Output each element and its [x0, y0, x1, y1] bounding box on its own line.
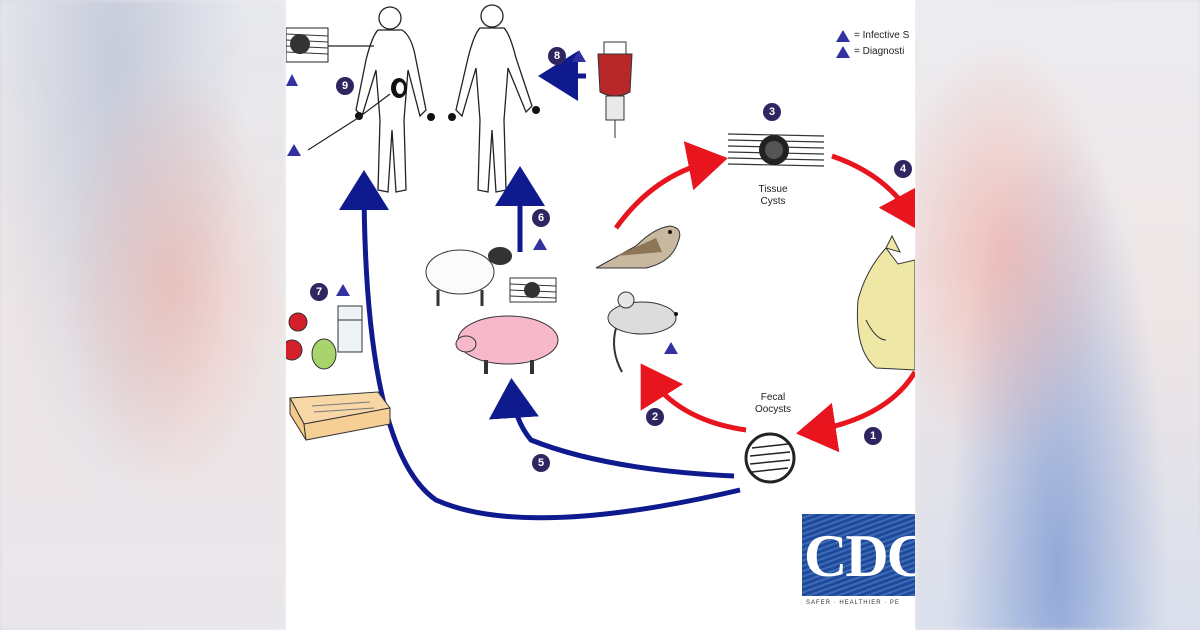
bird-icon [595, 225, 681, 269]
fecal-oocysts-label: Fecal Oocysts [754, 392, 792, 415]
step-badge-3: 3 [763, 103, 781, 121]
step-badge-4: 4 [894, 160, 912, 178]
legend: = Infective S = Diagnosti [836, 28, 909, 60]
litter-box-icon [289, 391, 391, 441]
life-cycle-diagram: 1 2 3 4 5 6 7 8 9 Tissue Cysts Fecal Ooc… [286, 0, 915, 630]
human-hands [355, 106, 540, 121]
step-badge-2: 2 [646, 408, 664, 426]
legend-label: = Diagnosti [854, 46, 905, 57]
blurred-background-left [0, 0, 286, 630]
cdc-logo-text: CDC [804, 523, 915, 589]
human-figure-left [355, 6, 427, 193]
legend-label: = Infective S [854, 30, 910, 41]
step-badge-6: 6 [532, 209, 550, 227]
produce-icon [286, 312, 337, 370]
meat-cyst-icon [509, 277, 557, 303]
legend-item-diagnostic: = Diagnosti [836, 44, 909, 60]
triangle-icon [836, 30, 850, 42]
fecal-oocyst-icon [744, 432, 796, 484]
diagnostic-triangles [286, 50, 678, 354]
legend-item-infective: = Infective S [836, 28, 909, 44]
red-arrows [613, 141, 915, 453]
tissue-cysts-label: Tissue Cysts [758, 184, 788, 207]
diagram-canvas [286, 4, 915, 521]
step-badge-8: 8 [548, 47, 566, 65]
step-badge-9: 9 [336, 77, 354, 95]
blood-transfusion-bag-icon [597, 41, 633, 138]
cyst-pointer-lines [307, 45, 391, 151]
step-badge-1: 1 [864, 427, 882, 445]
triangle-icon [836, 46, 850, 58]
sheep-icon [425, 247, 512, 306]
blurred-background-right [915, 0, 1200, 630]
pig-icon [455, 315, 559, 374]
tissue-cyst-icon [727, 132, 825, 168]
cdc-logo-tagline: SAFER · HEALTHIER · PE [802, 596, 915, 610]
cdc-logo: CDC SAFER · HEALTHIER · PE [802, 514, 915, 610]
step-badge-7: 7 [310, 283, 328, 301]
mouse-icon [607, 291, 678, 373]
water-glass-icon [337, 305, 363, 353]
human-organ-icon [391, 78, 407, 98]
cat-icon [856, 234, 915, 371]
human-figure-right [455, 4, 533, 193]
tissue-cyst-topleft [286, 27, 329, 63]
blue-arrows [339, 51, 741, 521]
step-badge-5: 5 [532, 454, 550, 472]
